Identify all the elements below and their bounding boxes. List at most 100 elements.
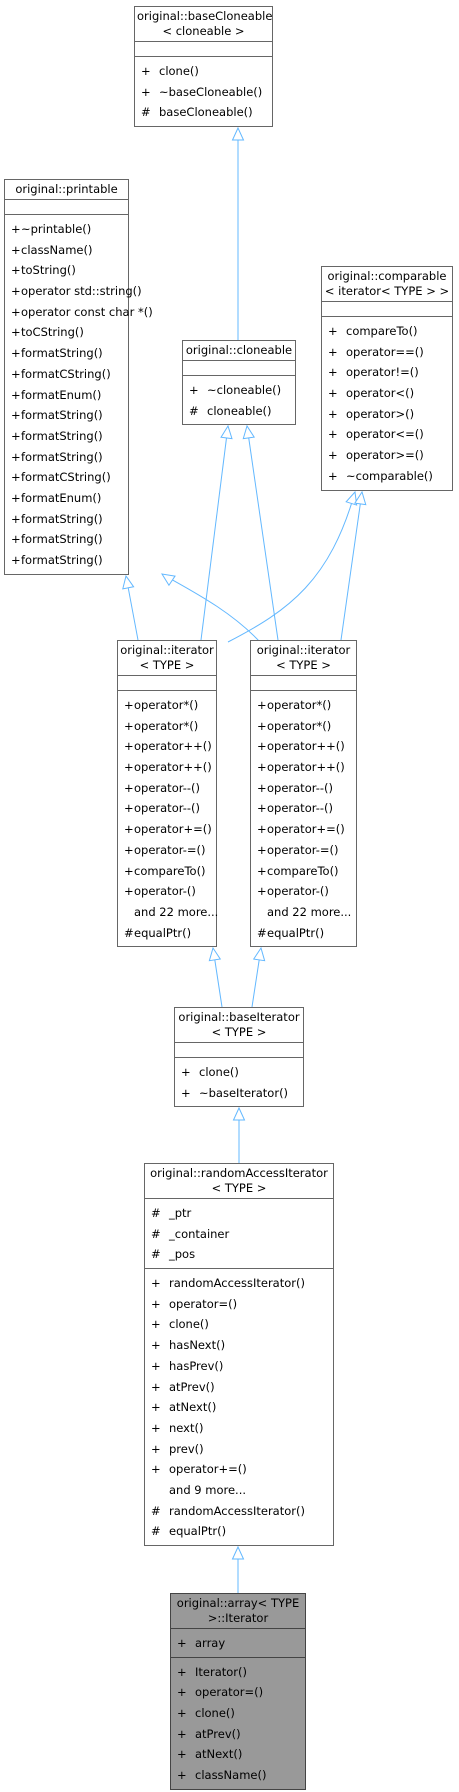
member-row[interactable]: +operator*() — [251, 695, 356, 716]
member-row[interactable]: +operator+=() — [251, 819, 356, 840]
member-row[interactable]: +toString() — [5, 260, 128, 281]
visibility-marker: + — [328, 324, 338, 338]
member-row[interactable]: +atNext() — [145, 1397, 333, 1418]
class-comparable[interactable]: original::comparable< iterator< TYPE > >… — [321, 266, 453, 491]
member-row[interactable]: +clone() — [171, 1703, 305, 1724]
member-row[interactable]: and 22 more... — [118, 902, 218, 923]
member-row[interactable]: +operator++() — [251, 757, 356, 778]
visibility-marker: + — [328, 427, 338, 442]
member-row[interactable]: +formatString() — [5, 509, 128, 530]
member-row[interactable]: +formatCString() — [5, 364, 128, 385]
member-row[interactable]: +operator==() — [322, 342, 452, 363]
edge-iteratorRight-to-printable-arrowhead — [161, 573, 176, 587]
member-row[interactable]: +toCString() — [5, 322, 128, 343]
member-row[interactable]: +operator--() — [251, 798, 356, 819]
member-row[interactable]: +atPrev() — [145, 1377, 333, 1398]
member-row[interactable]: +operator=() — [145, 1294, 333, 1315]
member-row[interactable]: +formatEnum() — [5, 385, 128, 406]
class-baseCloneable[interactable]: original::baseCloneable< cloneable >+clo… — [134, 6, 273, 128]
class-printable[interactable]: original::printable+~printable()+classNa… — [4, 179, 153, 575]
member-row[interactable]: +~printable() — [5, 219, 128, 240]
visibility-marker: + — [177, 1664, 187, 1679]
class-randomAccessIterator[interactable]: original::randomAccessIterator< TYPE >#_… — [144, 1163, 334, 1546]
member-row[interactable]: +operator>() — [322, 404, 452, 425]
member-row[interactable]: +operator std::string() — [5, 281, 142, 302]
member-row[interactable]: +operator-=() — [251, 840, 356, 861]
member-row[interactable]: +operator+=() — [118, 819, 216, 840]
member-row[interactable]: +operator*() — [118, 716, 216, 737]
member-row[interactable]: #equalPtr() — [118, 923, 216, 944]
member-row[interactable]: +className() — [171, 1765, 305, 1786]
member-row[interactable]: +randomAccessIterator() — [145, 1273, 333, 1294]
class-iterator-right[interactable]: original::iterator< TYPE >+operator*()+o… — [250, 640, 357, 948]
member-row[interactable]: +operator>=() — [322, 445, 452, 466]
attribute-row[interactable]: #_ptr — [145, 1203, 333, 1224]
member-row[interactable]: +formatEnum() — [5, 488, 128, 509]
member-row[interactable]: +operator++() — [251, 736, 356, 757]
member-row[interactable]: +formatString() — [5, 405, 128, 426]
member-row[interactable]: +clone() — [175, 1062, 303, 1083]
members-section: +operator*()+operator*()+operator++()+op… — [251, 691, 356, 946]
member-row[interactable]: +operator+=() — [145, 1459, 333, 1480]
member-row[interactable]: +operator-() — [251, 881, 356, 902]
member-row[interactable]: +operator!=() — [322, 362, 452, 383]
member-row[interactable]: +operator const char *() — [5, 302, 153, 323]
class-cloneable[interactable]: original::cloneable+~cloneable()#cloneab… — [182, 340, 296, 426]
edge-iteratorRight-to-printable — [161, 573, 261, 643]
member-row[interactable]: +clone() — [145, 1314, 333, 1335]
visibility-marker: + — [181, 1065, 191, 1079]
member-row[interactable]: #randomAccessIterator() — [145, 1501, 333, 1522]
member-row[interactable]: +operator++() — [118, 736, 216, 757]
member-row[interactable]: +hasPrev() — [145, 1356, 333, 1377]
attribute-row[interactable]: #_pos — [145, 1244, 333, 1265]
member-row[interactable]: +operator*() — [251, 716, 356, 737]
class-iterator-left[interactable]: original::iterator< TYPE >+operator*()+o… — [117, 640, 218, 948]
member-row[interactable]: +atNext() — [171, 1744, 305, 1765]
member-row[interactable]: +formatString() — [5, 550, 128, 571]
edge-baseIterator-to-iteratorLeft-arrowhead — [208, 946, 222, 962]
class-array-iterator[interactable]: original::array< TYPE>::Iterator+array+I… — [170, 1593, 306, 1790]
visibility-marker: + — [151, 1358, 161, 1373]
member-row[interactable]: +compareTo() — [118, 861, 216, 882]
member-row[interactable]: +operator--() — [118, 798, 216, 819]
member-row[interactable]: +Iterator() — [171, 1662, 305, 1683]
attribute-row[interactable]: +array — [171, 1633, 305, 1654]
member-row[interactable]: +compareTo() — [322, 321, 452, 342]
member-row[interactable]: +formatString() — [5, 343, 128, 364]
member-row[interactable]: +~cloneable() — [183, 380, 295, 401]
member-row[interactable]: +operator--() — [251, 778, 356, 799]
member-row[interactable]: +formatString() — [5, 426, 128, 447]
member-row[interactable]: +className() — [5, 240, 128, 261]
member-row[interactable]: +hasNext() — [145, 1335, 333, 1356]
member-row[interactable]: #equalPtr() — [145, 1521, 333, 1542]
member-row[interactable]: and 9 more... — [145, 1480, 333, 1501]
member-row[interactable]: +~baseCloneable() — [135, 82, 272, 103]
member-row[interactable]: +atPrev() — [171, 1724, 305, 1745]
member-row[interactable]: #baseCloneable() — [135, 102, 272, 123]
member-row[interactable]: and 22 more... — [251, 902, 356, 923]
member-row[interactable]: #cloneable() — [183, 401, 295, 422]
member-name: equalPtr() — [267, 925, 325, 940]
member-row[interactable]: +clone() — [135, 61, 272, 82]
member-row[interactable]: +operator++() — [118, 757, 216, 778]
member-name: formatCString() — [21, 366, 111, 381]
member-row[interactable]: +operator-=() — [118, 840, 216, 861]
member-row[interactable]: +~comparable() — [322, 466, 452, 487]
member-row[interactable]: +operator--() — [118, 778, 216, 799]
class-baseIterator[interactable]: original::baseIterator< TYPE >+clone()+~… — [174, 1007, 304, 1108]
member-row[interactable]: +prev() — [145, 1439, 333, 1460]
member-row[interactable]: +operator<() — [322, 383, 452, 404]
member-row[interactable]: +~baseIterator() — [175, 1083, 303, 1104]
attribute-row[interactable]: #_container — [145, 1224, 333, 1245]
member-row[interactable]: +next() — [145, 1418, 333, 1439]
member-row[interactable]: +formatString() — [5, 447, 128, 468]
member-row[interactable]: #equalPtr() — [251, 923, 356, 944]
member-name: formatString() — [21, 553, 103, 567]
member-row[interactable]: +operator-() — [118, 881, 216, 902]
member-row[interactable]: +formatString() — [5, 529, 128, 550]
member-row[interactable]: +operator=() — [171, 1682, 305, 1703]
member-row[interactable]: +operator*() — [118, 695, 216, 716]
member-row[interactable]: +formatCString() — [5, 467, 128, 488]
member-row[interactable]: +compareTo() — [251, 861, 356, 882]
member-row[interactable]: +operator<=() — [322, 424, 452, 445]
